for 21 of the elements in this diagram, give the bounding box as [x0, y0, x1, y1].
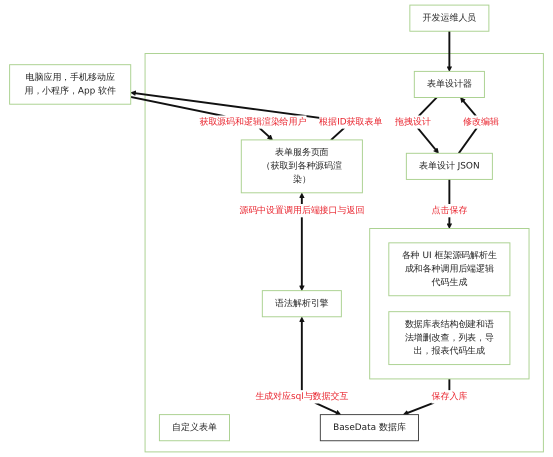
node-box: 数据库表结构创建和语法增删改查，列表，导出，报表代码生成: [388, 311, 510, 366]
cluster: [369, 228, 530, 380]
node-box: 表单设计器: [414, 70, 485, 98]
edge-label: 点击保存: [432, 205, 468, 216]
arrow: [446, 31, 452, 72]
edge-label: 获取源码和逻辑渲染给用户: [199, 116, 306, 127]
node-box: 电脑应用，手机移动应用，小程序，App 软件: [9, 64, 132, 105]
node-box: 自定义表单: [158, 414, 230, 442]
edge-label: 生成对应sql与数据交互: [255, 391, 348, 402]
node-box: 表单设计 JSON: [406, 152, 493, 180]
node-box: BaseData 数据库: [320, 414, 419, 442]
edge-label: 修改编辑: [463, 116, 499, 127]
edge-label: 拖拽设计: [395, 116, 431, 127]
node-box: 开发运维人员: [409, 4, 490, 32]
edge-label: 根据ID获取表单: [319, 116, 382, 127]
cluster: [144, 53, 544, 452]
edge-label: 源码中设置调用后端接口与返回: [239, 205, 364, 216]
node-box: 表单服务页面 （获取到各种源码渲染）: [240, 139, 363, 194]
edge-label: 保存入库: [432, 391, 468, 402]
node-box: 语法解析引擎: [262, 290, 342, 318]
node-box: 各种 UI 框架源码解析生成和各种调用后端逻辑代码生成: [388, 242, 510, 296]
